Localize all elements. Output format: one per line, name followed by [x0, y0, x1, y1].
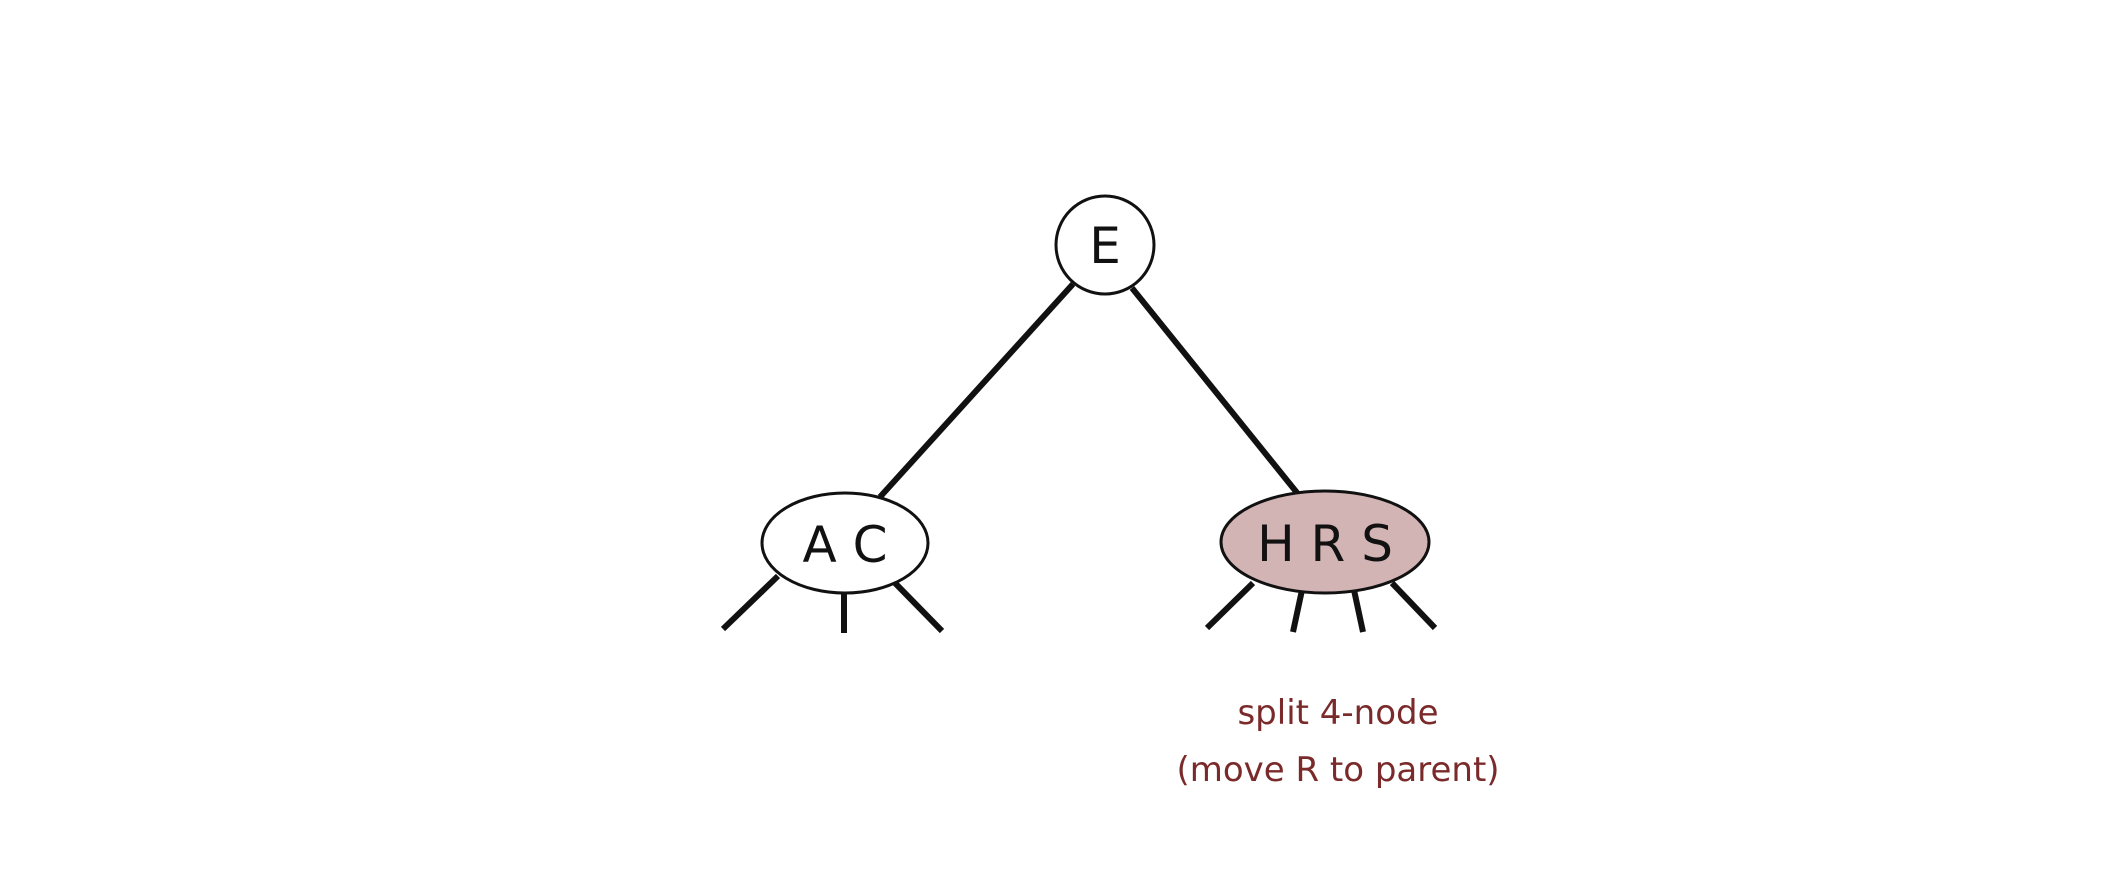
root-node-shape: [1054, 194, 1156, 296]
root-node-label: E: [1089, 217, 1121, 275]
annotation-line-1: split 4-node: [1237, 693, 1438, 733]
right-node-child-link-1: [1204, 580, 1256, 631]
annotation-line-2: (move R to parent): [1176, 750, 1499, 790]
left-node: A C: [760, 491, 930, 595]
right-node-shape: [1219, 489, 1431, 595]
right-node-child-link-2: [1290, 589, 1305, 633]
left-node-child-link-3: [892, 580, 945, 634]
left-node-label: A C: [802, 516, 887, 574]
left-node-child-link-1: [720, 573, 781, 632]
edge-root-to-right: [1129, 286, 1301, 496]
edge-root-to-left: [877, 281, 1076, 500]
right-node-label: H R S: [1257, 515, 1393, 573]
right-node-child-link-4: [1389, 580, 1438, 631]
right-node-highlighted: H R S: [1219, 489, 1431, 595]
right-node-child-link-3: [1351, 589, 1366, 633]
root-node: E: [1054, 194, 1156, 296]
left-node-shape: [760, 491, 930, 595]
